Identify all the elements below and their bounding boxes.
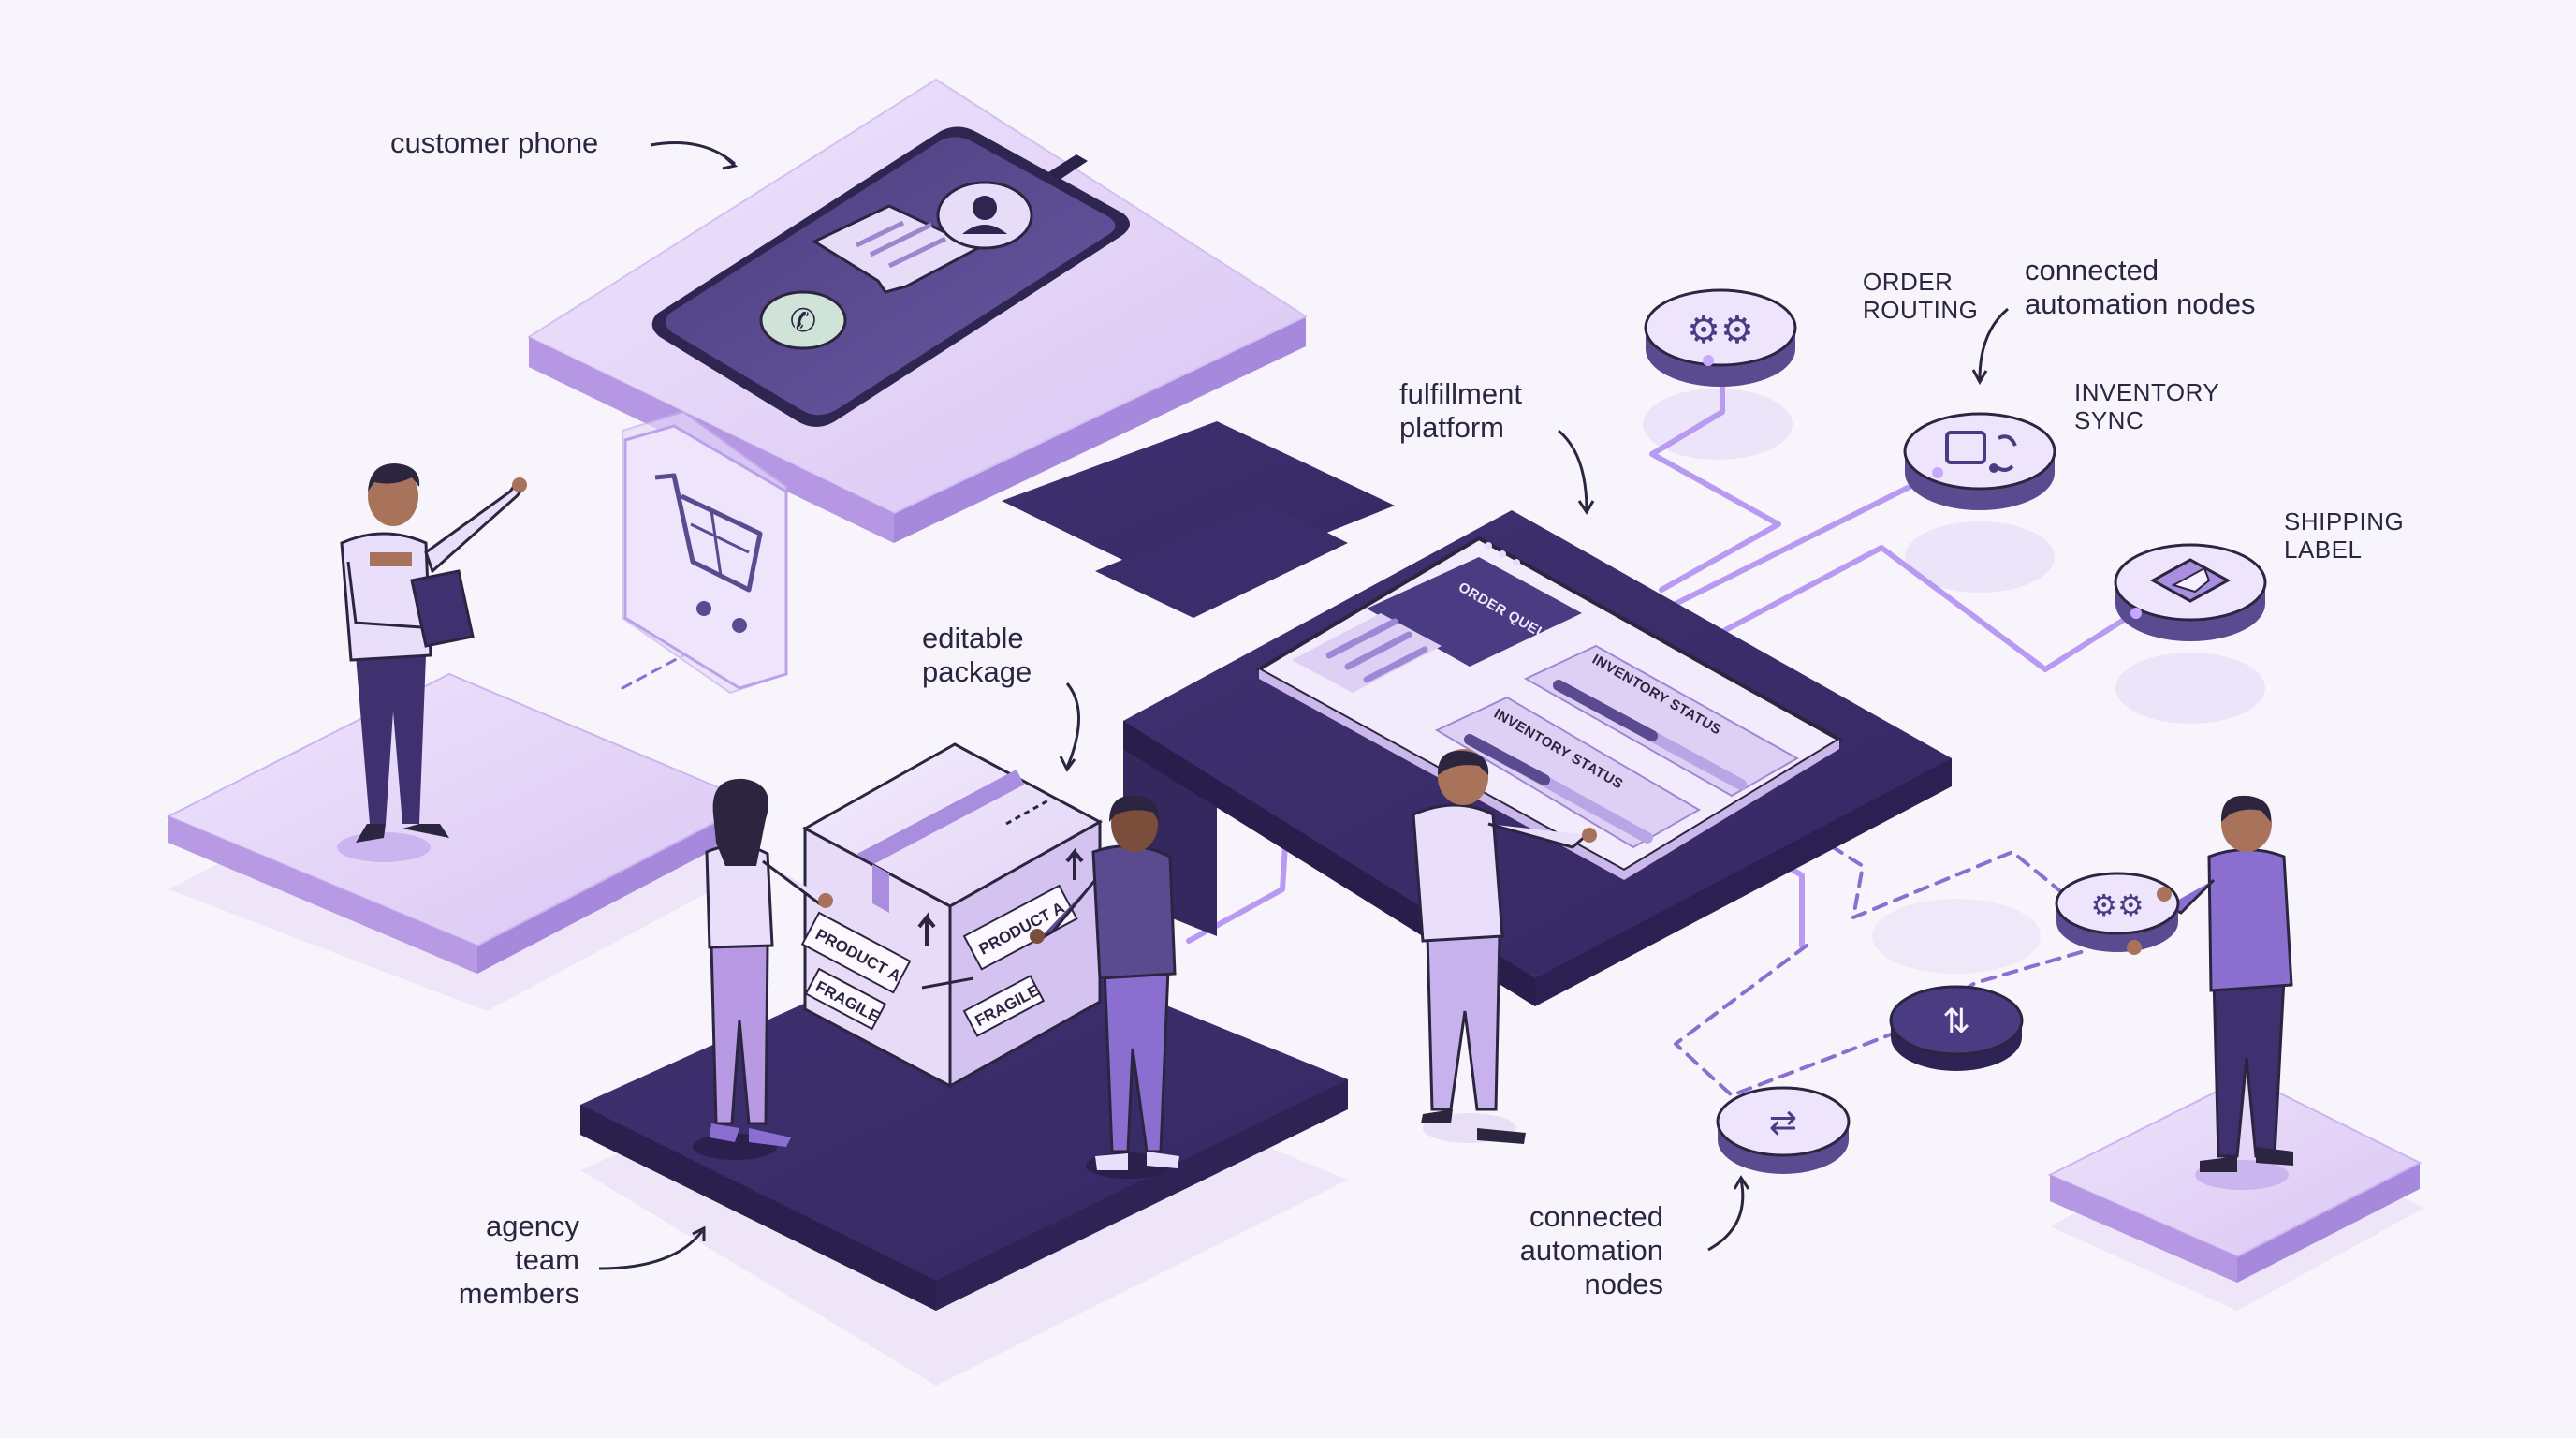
label-connected-nodes-bottom-2: automation bbox=[1520, 1234, 1663, 1267]
svg-text:⇅: ⇅ bbox=[1942, 1002, 1970, 1040]
connector-dashed-cart bbox=[621, 653, 685, 690]
node-swap-center[interactable]: ⇅ bbox=[1889, 985, 2024, 1071]
connector-inventory-sync bbox=[1663, 470, 1940, 611]
person-woman-at-package bbox=[693, 778, 833, 1160]
swap-arrows-icon: ⇄ bbox=[1769, 1103, 1797, 1141]
label-fulfillment-platform-1: fulfillment bbox=[1399, 377, 1522, 410]
person-man-at-package bbox=[1030, 795, 1179, 1179]
label-order-routing-1: ORDER bbox=[1863, 268, 1953, 296]
person-at-dashboard bbox=[1412, 749, 1597, 1144]
label-agency-team-3: members bbox=[459, 1277, 579, 1310]
label-agency-team-2: team bbox=[515, 1243, 579, 1276]
svg-text:⚙⚙: ⚙⚙ bbox=[1687, 310, 1754, 351]
shopping-cart-icon bbox=[623, 424, 788, 690]
label-inventory-sync-1: INVENTORY bbox=[2074, 378, 2219, 406]
editable-package: PRODUCT A FRAGILE PRODUCT A FRAGILE bbox=[800, 742, 1104, 1089]
label-connected-nodes-bottom-1: connected bbox=[1530, 1200, 1663, 1233]
annotation-arrows bbox=[598, 141, 2009, 1270]
label-connected-nodes-top-2: automation nodes bbox=[2025, 287, 2255, 320]
phone-notch bbox=[1048, 154, 1088, 180]
chat-bubble-icon bbox=[811, 204, 982, 294]
label-shipping-label-1: SHIPPING bbox=[2284, 507, 2404, 536]
left-light-platform bbox=[166, 672, 756, 974]
label-shipping-label-2: LABEL bbox=[2284, 536, 2362, 564]
person-pointing-with-tablet bbox=[337, 463, 527, 862]
shipping-label-icon bbox=[2149, 558, 2232, 603]
label-editable-package-1: editable bbox=[922, 622, 1024, 654]
person-holding-node: ⚙⚙ bbox=[2055, 795, 2293, 1190]
node-order-routing[interactable]: ⚙⚙ bbox=[1644, 288, 1797, 387]
label-fulfillment-platform-2: platform bbox=[1399, 411, 1504, 444]
inventory-sync-icon bbox=[1945, 431, 2017, 473]
gears-icon: ⚙⚙ bbox=[1687, 310, 1754, 351]
customer-phone: ✆ bbox=[651, 126, 1131, 428]
label-customer-phone: customer phone bbox=[390, 126, 598, 159]
node-swap-bottom[interactable]: ⇄ bbox=[1716, 1086, 1851, 1174]
connector-order-routing bbox=[1649, 356, 1781, 593]
connector-shipping-label bbox=[1710, 545, 2137, 672]
label-connected-nodes-top-1: connected bbox=[2025, 254, 2159, 286]
label-inventory-sync-2: SYNC bbox=[2074, 406, 2144, 434]
user-avatar-icon bbox=[936, 181, 1033, 250]
label-order-routing-2: ROUTING bbox=[1863, 296, 1978, 324]
diagram-labels: customer phone fulfillment platform edit… bbox=[390, 126, 2404, 1310]
node-inventory-sync[interactable] bbox=[1903, 412, 2056, 510]
connector-dashed-lower bbox=[1674, 944, 2089, 1097]
svg-text:✆: ✆ bbox=[790, 303, 817, 339]
phone-call-icon: ✆ bbox=[759, 290, 847, 350]
label-editable-package-2: package bbox=[922, 655, 1032, 688]
node-shipping-label[interactable] bbox=[2114, 543, 2267, 641]
swap-arrows-icon: ⇅ bbox=[1942, 1002, 1970, 1040]
label-agency-team-1: agency bbox=[486, 1210, 579, 1242]
gears-icon: ⚙⚙ bbox=[2090, 888, 2144, 922]
svg-text:⇄: ⇄ bbox=[1769, 1103, 1797, 1141]
label-connected-nodes-bottom-3: nodes bbox=[1585, 1268, 1663, 1300]
